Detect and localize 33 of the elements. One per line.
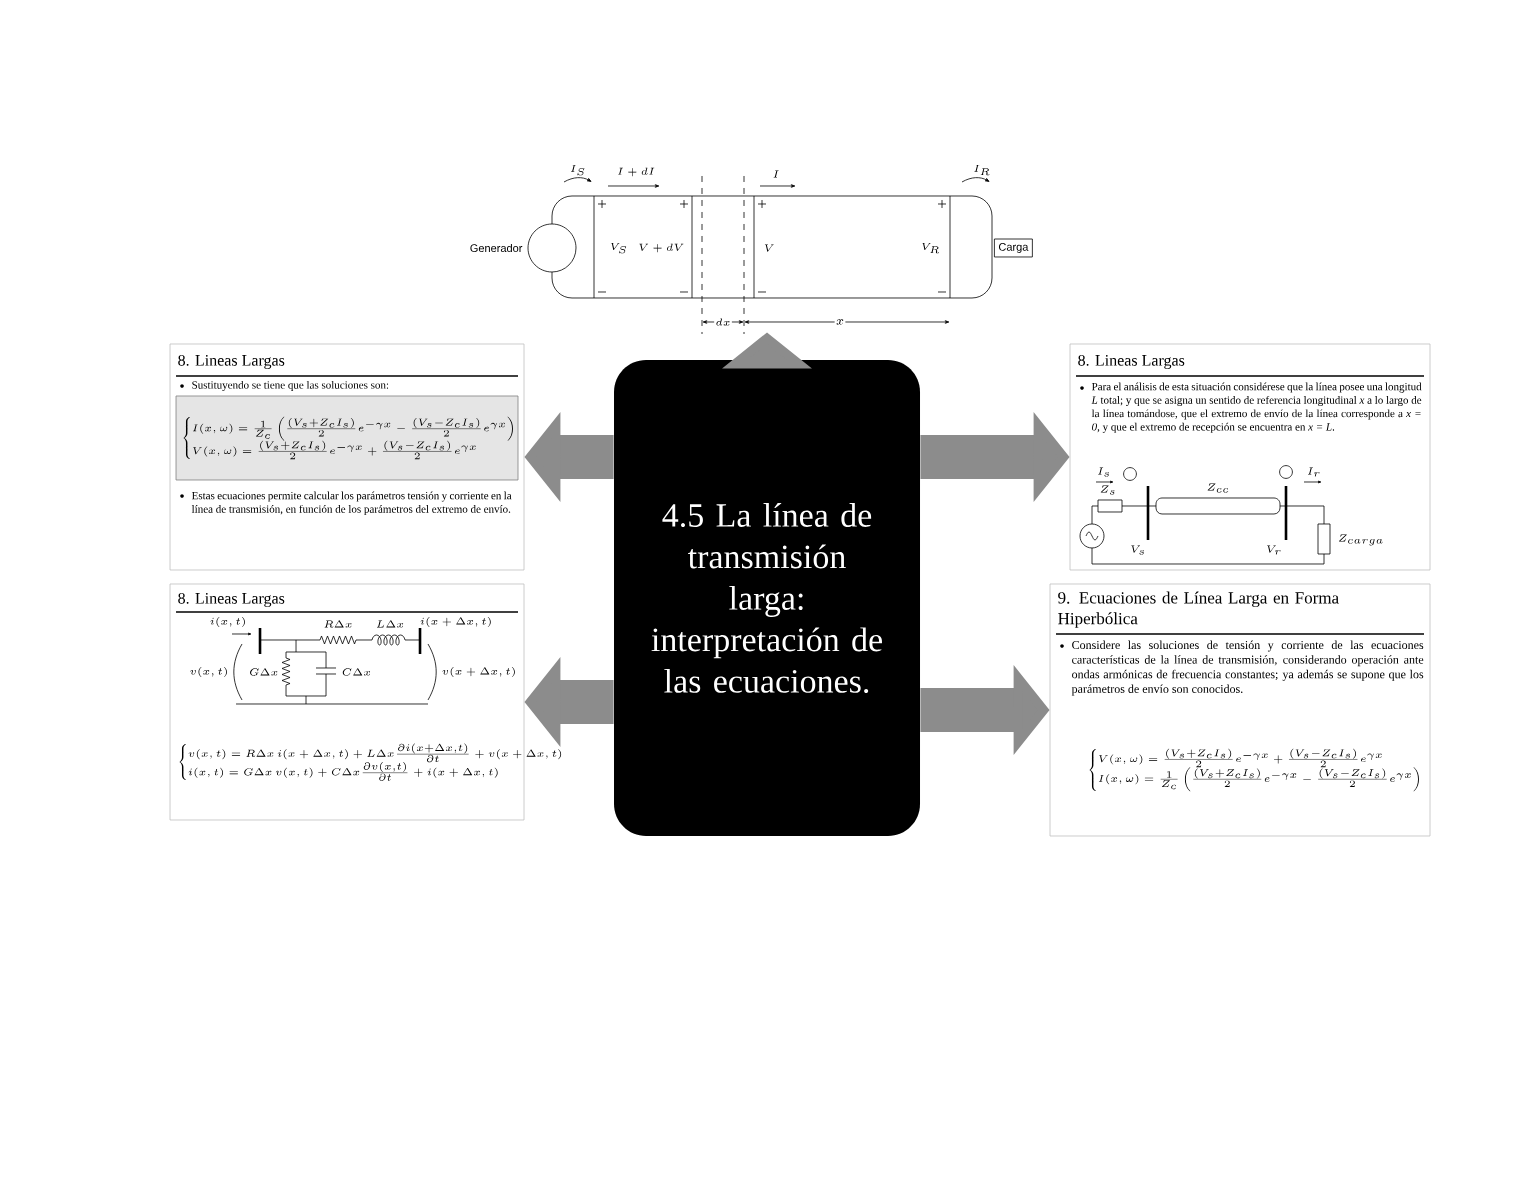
- circuit-label: $i(x+\Delta x,t)$: [420, 617, 491, 627]
- circuit-label: $I_R$: [974, 164, 990, 176]
- circuit-label: $V_s$: [1131, 545, 1144, 555]
- circuit-label: $Z_{cc}$: [1207, 483, 1229, 493]
- formula: $\begin{cases} v(x,t)=R\Delta x\, i(x+\Delta x,t)+L\Delta x\frac{\partial i(x+\Delta x,t)}{\partial t}+v(x+\Delta x,t)\\ i(x,t)=G\Delta x\, v(x,t)+C\Delta x\frac{\partial v(x,t)}{\partial t}+i(x+\Delta x,t)\end{cases}$: [179, 743, 562, 781]
- circuit-label: $L\Delta x$: [376, 620, 404, 628]
- circuit-label: $I + dI$: [618, 167, 655, 177]
- circuit-label: $I_r$: [1307, 467, 1320, 477]
- circuit-label: $V_S$: [610, 242, 627, 254]
- central-box: 4.5 La línea de transmisión larga: interpretación de las ecuaciones.: [614, 360, 920, 836]
- dimension-label: $dx$: [714, 317, 732, 327]
- formula-box: $\begin{cases} I(x,\omega)=\frac{1}{Z_c}\left(\frac{(V_s+Z_cI_s)}{2}e^{-\gamma x}-\frac{(V_s-Z_cI_s)}{2}e^{\gamma x}\right)\\ V(x,\omega)=\frac{(V_s+Z_cI_s)}{2}e^{-\gamma x}+\frac{(V_s-Z_cI_s)}{2}e^{\gamma x}\end{cases}$: [175, 395, 519, 481]
- slide-heading: 8. Lineas Largas: [1078, 354, 1185, 370]
- slide-heading: 8. Lineas Largas: [178, 592, 285, 608]
- circuit-label: $V_r$: [1267, 545, 1281, 555]
- circuit-label: $I$: [773, 170, 779, 178]
- circuit-label: $R\Delta x$: [324, 620, 352, 628]
- formula: $\begin{cases} V(x,\omega)=\frac{(V_s+Z_cI_s)}{2}e^{-\gamma x}+\frac{(V_s-Z_cI_s)}{2}e^{\gamma x}\\ I(x,\omega)=\frac{1}{Z_c}\left(\frac{(V_s+Z_cI_s)}{2}e^{-\gamma x}-\frac{(V_s-Z_cI_s)}{2}e^{\gamma x}\right)\end{cases}$: [1089, 748, 1419, 792]
- circuit-label: $Z_s$: [1100, 485, 1115, 495]
- circuit-label: $i(x,t)$: [210, 617, 245, 627]
- slide-heading: 8. Lineas Largas: [178, 354, 285, 370]
- circuit-label: $v(x,t)$: [190, 667, 227, 677]
- circuit-label: $v(x+\Delta x,t)$: [442, 667, 515, 677]
- circuit-label: $C\Delta x$: [342, 668, 371, 676]
- dimension-label: $x$: [834, 318, 846, 326]
- circuit-label: $I_S$: [570, 164, 585, 176]
- circuit-label: $V + dV$: [639, 243, 684, 253]
- circuit-label: $V$: [764, 244, 774, 252]
- circuit-label: $I_s$: [1098, 467, 1109, 477]
- slide-heading: 9. Ecuaciones de Línea Larga en Forma Hiperbólica: [1058, 591, 1339, 628]
- circuit-label: $Z_{carga}$: [1338, 534, 1383, 546]
- circuit-label: $V_R$: [922, 242, 939, 254]
- circuit-label: $G\Delta x$: [250, 668, 278, 676]
